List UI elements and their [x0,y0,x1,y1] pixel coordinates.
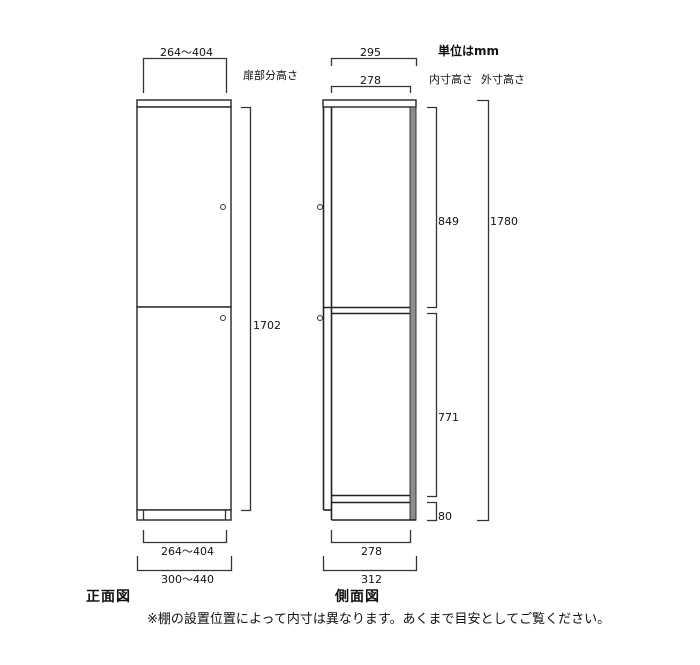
side-top-outer-depth-label: 295 [360,46,381,59]
front-plinth [136,509,232,521]
inner-height-label: 内寸高さ [429,73,473,86]
front-height-label: 1702 [253,319,281,332]
door-height-label: 扉部分高さ [243,69,298,82]
door-knob-icon [220,204,226,210]
upper-inner-height-label: 849 [438,215,459,228]
front-dimension-lines [136,57,252,572]
front-top-width-label: 264〜404 [160,46,213,59]
front-upper-door [136,106,232,308]
side-back-panel [409,106,417,521]
door-knob-icon [220,315,226,321]
side-top-inner-depth-label: 278 [360,74,381,87]
front-bottom-inner-width-label: 264〜404 [161,545,214,558]
side-top-board [322,99,417,108]
side-dimension-lines [322,57,490,572]
door-knob-icon [317,204,323,210]
front-bottom-outer-width-label: 300〜440 [161,573,214,586]
plinth-height-label: 80 [438,510,452,523]
lower-inner-height-label: 771 [438,411,459,424]
front-top-board [136,99,232,108]
door-knob-icon [317,315,323,321]
outer-height-value-label: 1780 [490,215,518,228]
front-view-title: 正面図 [86,589,131,605]
side-bottom-outer-depth-label: 312 [361,573,382,586]
footnote: ※棚の設置位置によって内寸は異なります。あくまで目安としてご覧ください。 [147,612,611,627]
front-view-cabinet [136,99,232,521]
front-lower-door [136,306,232,511]
outer-height-label: 外寸高さ [481,73,525,86]
side-view-cabinet [317,99,417,521]
side-bottom-inner-depth-label: 278 [361,545,382,558]
unit-label: 単位はmm [438,44,500,58]
side-view-title: 側面図 [335,589,380,605]
